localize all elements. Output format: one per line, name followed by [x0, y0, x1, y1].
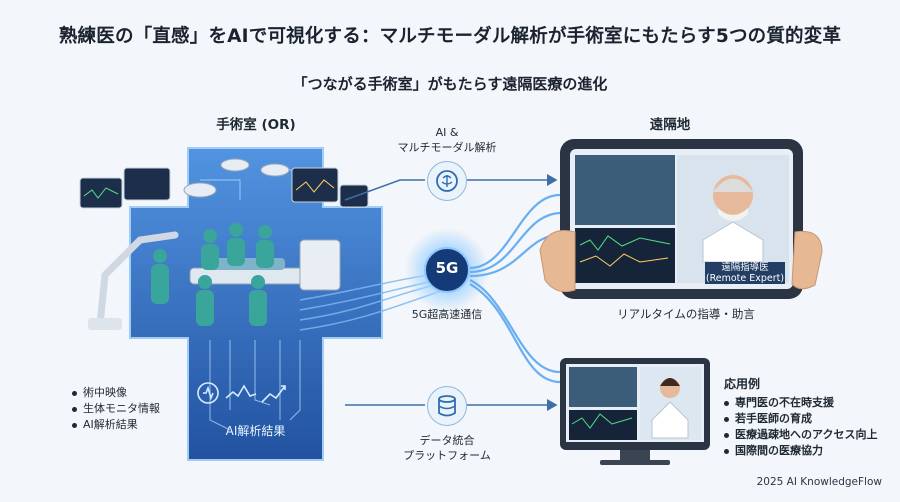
bullet-icon — [72, 390, 77, 396]
database-icon — [438, 395, 456, 417]
or-section-label: 手術室 (OR) — [216, 117, 296, 133]
ai-node-label-line1: AI & — [435, 126, 459, 139]
ai-node-circle — [427, 161, 467, 201]
ai-node-label-line2: マルチモーダル解析 — [397, 141, 497, 154]
application-item: 国際間の医療協力 — [724, 443, 877, 459]
brain-icon — [436, 170, 458, 192]
application-item: 専門医の不在時支援 — [724, 395, 877, 411]
page-title: 熟練医の「直感」をAIで可視化する：マルチモーダル解析が手術室にもたらす5つの質… — [58, 26, 842, 47]
5g-node-label: 5G超高速通信 — [411, 308, 483, 321]
remote-expert-line1: 遠隔指導医 — [721, 262, 769, 273]
data-node-label-line2: プラットフォーム — [403, 449, 491, 462]
application-item: 医療過疎地へのアクセス向上 — [724, 427, 877, 443]
remote-expert-badge: 遠隔指導医 (Remote Expert) — [705, 262, 785, 284]
or-input-list: 術中映像 生体モニタ情報 AI解析結果 — [72, 385, 160, 433]
or-input-item: AI解析結果 — [72, 417, 160, 433]
data-node-label: データ統合 プラットフォーム — [390, 433, 504, 463]
desktop-monitor — [560, 358, 710, 465]
application-item: 若手医師の育成 — [724, 411, 877, 427]
bullet-icon — [724, 432, 729, 438]
data-node-circle — [427, 386, 467, 426]
5g-badge: 5G — [435, 259, 459, 277]
bullet-icon — [724, 400, 729, 406]
footer-credit: 2025 AI KnowledgeFlow — [756, 476, 882, 488]
remote-tablet — [539, 139, 823, 299]
remote-expert-line2: (Remote Expert) — [705, 273, 785, 284]
data-node-label-line1: データ統合 — [419, 434, 475, 447]
or-monitors — [79, 167, 369, 209]
remote-caption: リアルタイムの指導・助言 — [617, 307, 755, 321]
applications-panel: 応用例 専門医の不在時支援 若手医師の育成 医療過疎地へのアクセス向上 国際間の… — [724, 375, 877, 459]
bullet-icon — [72, 422, 77, 428]
page-subtitle: 「つながる手術室」がもたらす遠隔医療の進化 — [292, 75, 608, 93]
applications-heading: 応用例 — [724, 377, 761, 391]
or-input-item: 術中映像 — [72, 385, 160, 401]
cross-ai-result-label: AI解析結果 — [225, 424, 286, 438]
bullet-icon — [72, 406, 77, 412]
bullet-icon — [724, 416, 729, 422]
remote-section-label: 遠隔地 — [649, 117, 691, 133]
bullet-icon — [724, 448, 729, 454]
or-input-item: 生体モニタ情報 — [72, 401, 160, 417]
ai-node-label: AI & マルチモーダル解析 — [385, 125, 509, 155]
